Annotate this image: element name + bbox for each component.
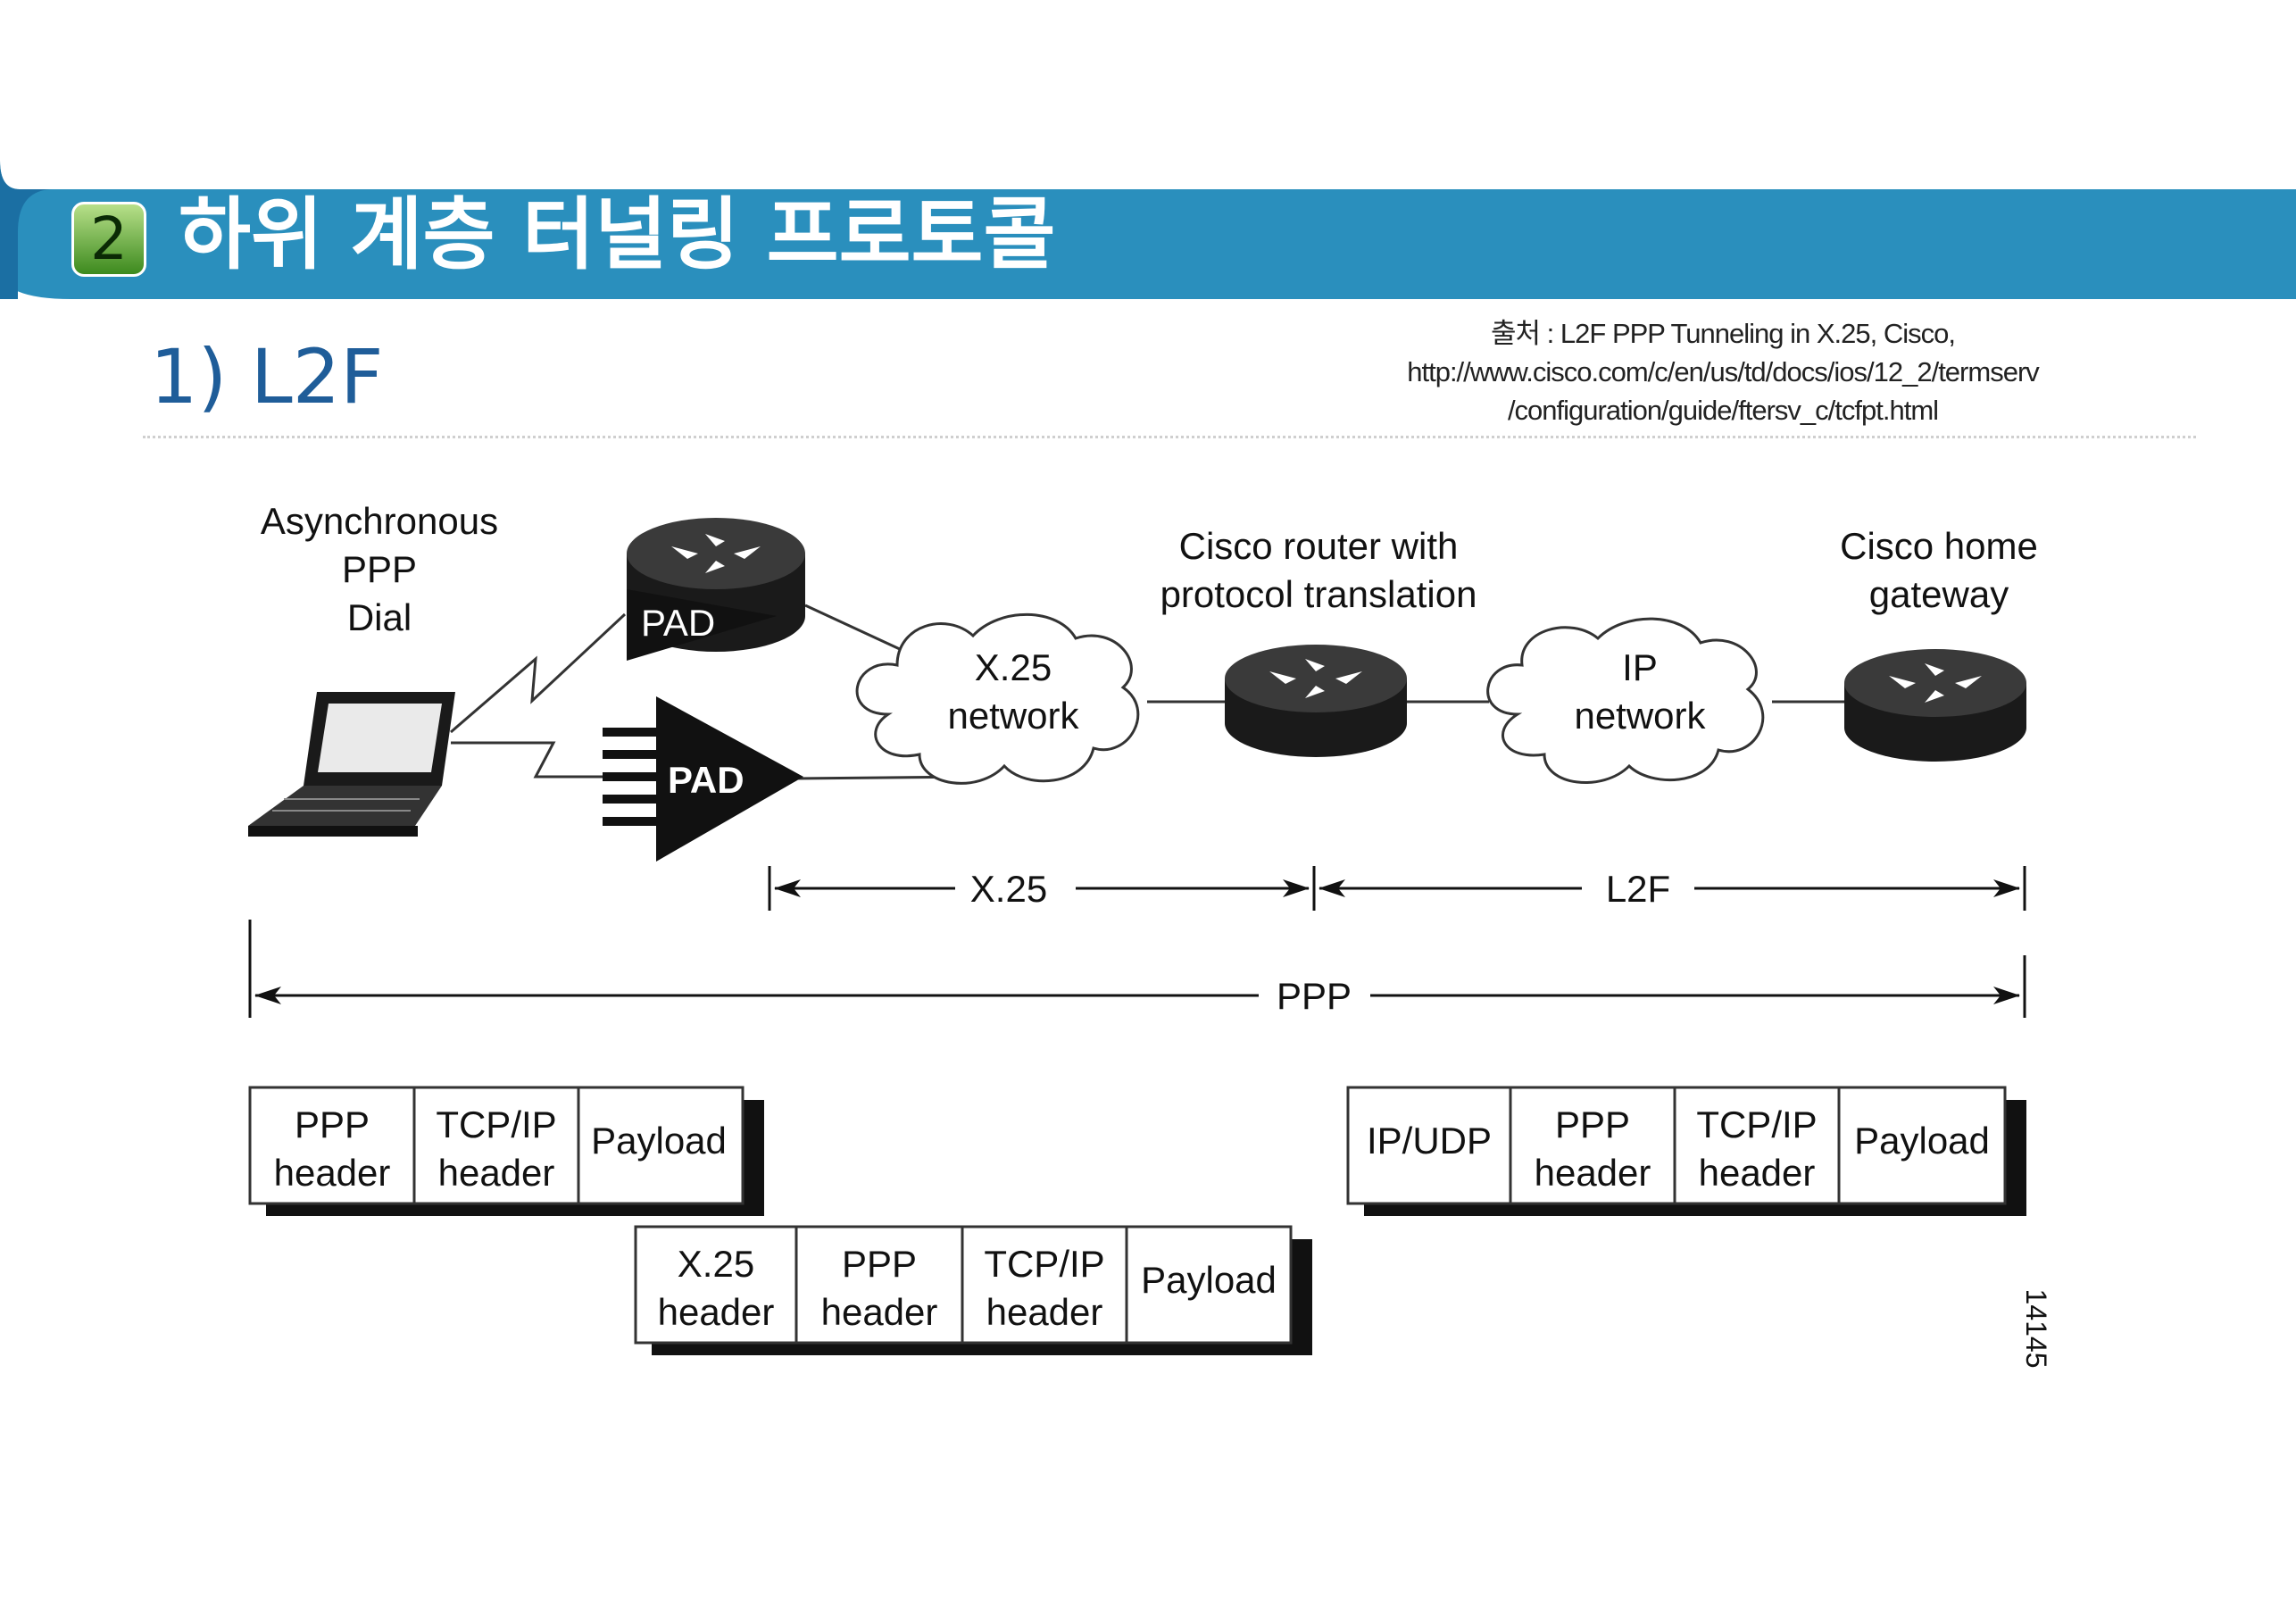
source-citation: 출처 : L2F PPP Tunneling in X.25, Cisco, h… [1330,314,2116,429]
cisco-router-label-line-2: protocol translation [1160,573,1477,615]
frame3-cell-3-line-2: header [1699,1152,1816,1194]
frame2-cell-2-line-2: header [821,1291,938,1333]
source-line-2: http://www.cisco.com/c/en/us/td/docs/ios… [1407,356,2040,387]
frame2-cell-1-line-1: X.25 [678,1243,754,1285]
frame3-cell-3-line-1: TCP/IP [1696,1103,1817,1145]
frame1-cell-3-line-1: Payload [591,1120,727,1162]
async-label-line-2: PPP [342,548,417,590]
home-gateway-router-icon [1844,649,2026,762]
source-line-3: /configuration/guide/ftersv_c/tcfpt.html [1507,395,1939,426]
header-banner [0,161,2296,299]
x25-cloud-line-1: X.25 [975,646,1052,688]
pad1-label: PAD [641,602,715,644]
frame3-cell-1-line-1: IP/UDP [1367,1120,1492,1162]
async-label-line-3: Dial [347,596,412,638]
ip-cloud-line-1: IP [1622,646,1658,688]
source-line-1: 출처 : L2F PPP Tunneling in X.25, Cisco, [1491,318,1956,349]
frame1-cell-1-line-1: PPP [295,1103,370,1145]
x25-cloud-line-2: network [947,695,1079,737]
frame2-cell-4-line-1: Payload [1141,1259,1277,1301]
frame2-cell-2-line-1: PPP [842,1243,917,1285]
section-number-badge: 2 [71,202,146,277]
figure-id: 14145 [2020,1289,2052,1369]
frame2-cell-3-line-2: header [986,1291,1103,1333]
pad-device-icon [603,696,803,862]
async-label-line-1: Asynchronous [261,500,498,542]
section-title: 하위 계층 터널링 프로토콜 [179,188,1056,280]
span-arrows [248,866,2026,1018]
frame2-cell-1-line-2: header [658,1291,775,1333]
async-label: Asynchronous PPP Dial [261,500,498,638]
cisco-router-label-line-1: Cisco router with [1179,525,1459,567]
ip-cloud-icon [1486,617,1765,785]
home-gateway-label-line-2: gateway [1869,573,2009,615]
span-ppp-label: PPP [1277,975,1352,1017]
span-l2f-label: L2F [1606,868,1670,910]
frame1-cell-1-line-2: header [274,1152,391,1194]
divider [143,436,2196,438]
laptop-icon [248,692,455,837]
ip-cloud-line-2: network [1574,695,1706,737]
x25-cloud-icon [855,612,1140,785]
home-gateway-label-line-1: Cisco home [1840,525,2038,567]
frame-3: IP/UDP PPP header TCP/IP header Payload [1346,1086,2026,1216]
pad-router-icon [627,518,805,661]
cisco-router-icon [1225,645,1407,757]
subsection-title: 1) L2F [150,333,384,421]
frame1-cell-2-line-1: TCP/IP [436,1103,556,1145]
pad2-label: PAD [668,759,745,801]
frame3-cell-2-line-2: header [1535,1152,1651,1194]
frame-2: X.25 header PPP header TCP/IP header Pay… [634,1225,1312,1355]
frame3-cell-2-line-1: PPP [1555,1103,1630,1145]
frame1-cell-2-line-2: header [438,1152,555,1194]
span-x25-label: X.25 [970,868,1047,910]
frame-1: PPP header TCP/IP header Payload [248,1086,764,1216]
frame3-cell-4-line-1: Payload [1854,1120,1990,1162]
frame2-cell-3-line-1: TCP/IP [984,1243,1104,1285]
